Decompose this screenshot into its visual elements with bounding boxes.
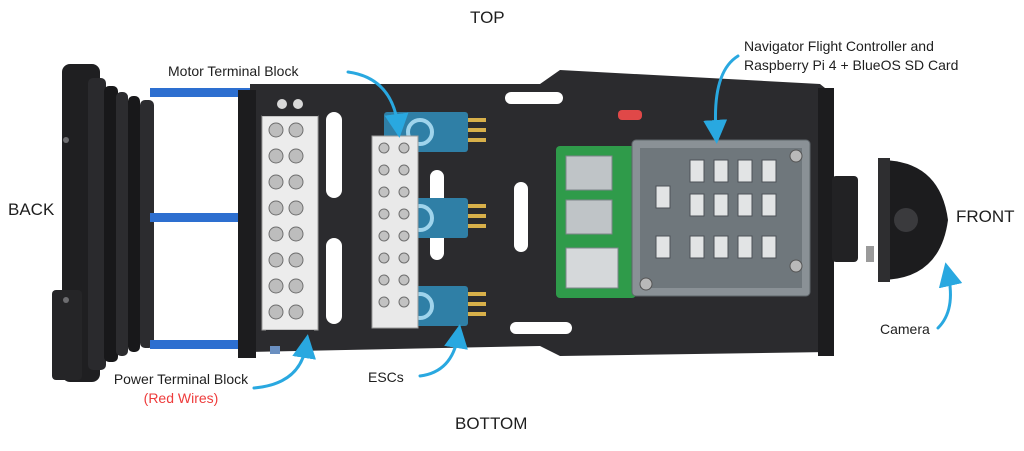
power-terminal-block	[261, 96, 319, 354]
raspberry-pi-board	[556, 146, 636, 298]
camera-module	[832, 158, 948, 282]
navigator-label-line1: Navigator Flight Controller and	[744, 38, 934, 54]
callout-arrows	[252, 54, 963, 390]
camera-label: Camera	[880, 321, 930, 337]
power-terminal-block-title: Power Terminal Block	[113, 371, 249, 387]
motor-terminal-arrow	[346, 70, 409, 138]
top-label: TOP	[470, 8, 505, 27]
escs-arrow	[418, 324, 468, 378]
navigator-label-line2: Raspberry Pi 4 + BlueOS SD Card	[744, 57, 959, 73]
front-label: FRONT	[956, 207, 1015, 226]
navigator-label: Navigator Flight Controller and Raspberr…	[744, 37, 958, 75]
navigator-arrow	[703, 54, 740, 144]
camera-arrow	[936, 262, 963, 330]
power-terminal-arrow	[252, 334, 316, 390]
back-label: BACK	[8, 200, 55, 219]
navigator-flight-controller	[631, 139, 811, 297]
red-indicator	[618, 110, 642, 120]
bottom-label: BOTTOM	[455, 414, 528, 433]
escs-label: ESCs	[368, 369, 404, 385]
motor-terminal-block	[371, 135, 419, 329]
power-terminal-block-note: (Red Wires)	[143, 390, 219, 406]
motor-terminal-block-label: Motor Terminal Block	[168, 63, 299, 79]
back-end-cap	[52, 64, 154, 382]
power-terminal-block-label: Power Terminal Block (Red Wires)	[108, 370, 254, 408]
